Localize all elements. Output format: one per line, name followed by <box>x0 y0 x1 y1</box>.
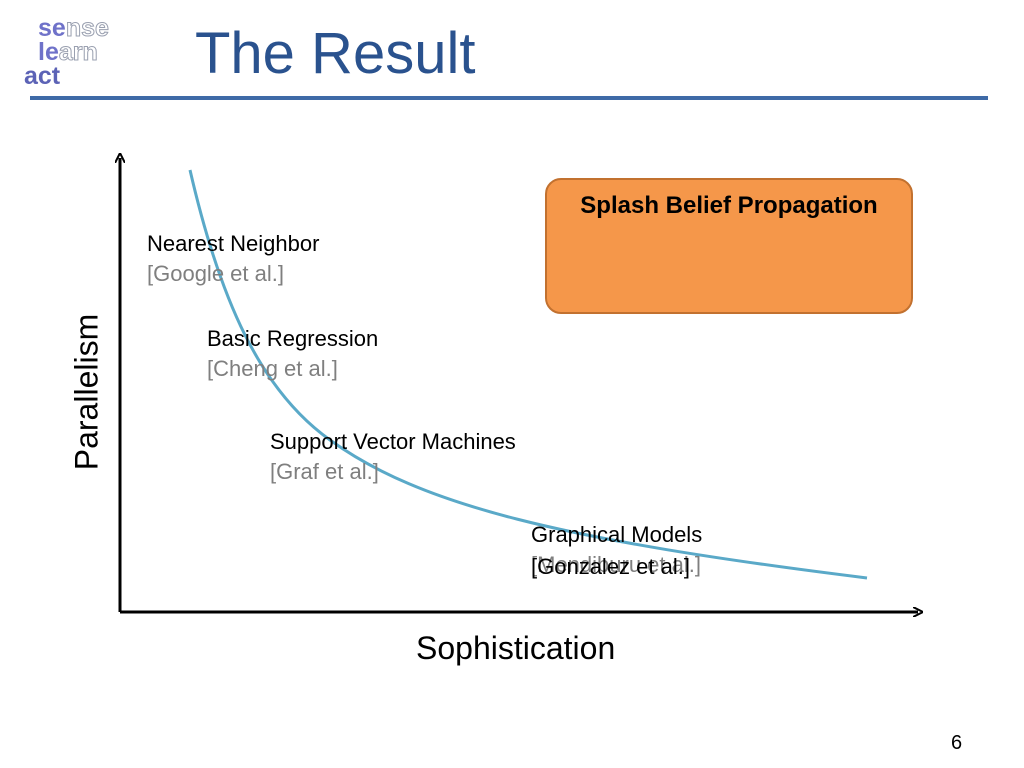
slide-title: The Result <box>195 21 476 86</box>
tradeoff-curve <box>188 169 868 580</box>
logo: sense learn act <box>24 14 134 90</box>
logo-line-1: sense <box>38 14 109 42</box>
citation-graphical-models-overlay: [Mendiburu et al.] <box>531 552 701 577</box>
page-number: 6 <box>951 732 963 754</box>
x-axis-label: Sophistication <box>416 630 616 666</box>
citation-nearest-neighbor: [Google et al.] <box>147 261 284 286</box>
method-support-vector-machines: Support Vector Machines <box>270 429 516 454</box>
citation-support-vector-machines: [Graf et al.] <box>270 459 379 484</box>
method-graphical-models: Graphical Models <box>531 522 703 547</box>
y-axis-label: Parallelism <box>68 313 105 471</box>
splash-bp-box: Splash Belief Propagation <box>545 178 913 314</box>
method-nearest-neighbor: Nearest Neighbor <box>147 231 320 256</box>
citation-basic-regression: [Cheng et al.] <box>207 356 338 381</box>
logo-line-3: act <box>24 62 61 90</box>
title-divider <box>30 96 988 100</box>
logo-line-2: learn <box>38 38 98 66</box>
citation-graphical-models: [Gonzalez et al.] <box>531 554 690 579</box>
splash-bp-label: Splash Belief Propagation <box>580 192 878 219</box>
method-basic-regression: Basic Regression <box>207 326 379 351</box>
